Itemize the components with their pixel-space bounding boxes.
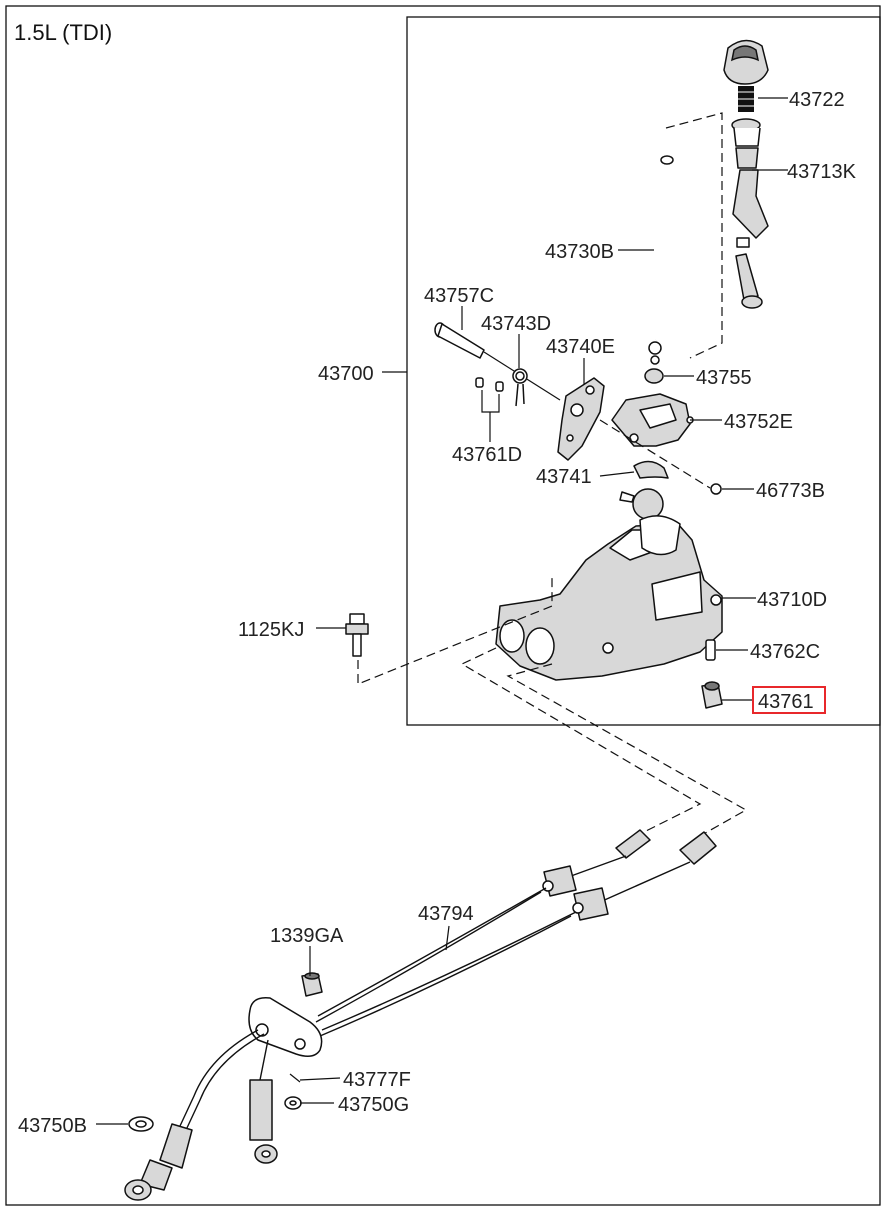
part-label-43794[interactable]: 43794 <box>418 903 474 925</box>
bolt-1125kj-drawing <box>345 613 369 657</box>
leader-bolt-to-housing <box>357 576 553 685</box>
bush-43755-drawing <box>644 368 664 384</box>
spring-43743d-drawing <box>512 368 528 407</box>
cable-assembly-43794-drawing <box>124 829 717 1201</box>
washer-43750b-drawing <box>128 1116 154 1132</box>
bracket-43741-drawing <box>633 460 669 479</box>
pin-43762c-drawing <box>705 639 716 661</box>
part-label-1125kj[interactable]: 1125KJ <box>238 619 304 641</box>
pins-43761d-drawing <box>475 377 504 413</box>
bush-43761-drawing <box>701 681 723 709</box>
part-label-43730b[interactable]: 43730B <box>545 241 614 263</box>
ball-socket-drawing <box>619 488 664 520</box>
spring-43722-drawing <box>738 86 754 112</box>
part-label-43710d[interactable]: 43710D <box>757 589 827 611</box>
highlight-box-43761 <box>752 686 826 714</box>
plate-43740e-drawing <box>557 377 605 461</box>
part-label-1339ga[interactable]: 1339GA <box>270 925 344 947</box>
assembly-43700-frame <box>406 16 881 726</box>
leader-cable-1 <box>460 647 702 837</box>
part-label-43741[interactable]: 43741 <box>536 466 592 488</box>
part-label-46773b[interactable]: 46773B <box>756 480 825 502</box>
bracket-43752e-drawing <box>611 393 694 447</box>
clip-46773b-drawing <box>710 483 722 495</box>
housing-43710d-drawing <box>495 515 723 681</box>
clip-43777f-drawing <box>289 1073 301 1083</box>
leader-lever-group <box>665 112 723 359</box>
part-label-43713k[interactable]: 43713K <box>787 161 857 183</box>
part-label-43755[interactable]: 43755 <box>696 367 752 389</box>
shift-knob-drawing <box>723 39 769 85</box>
lever-boot-43713k-drawing <box>731 118 769 309</box>
leader-lines <box>96 97 788 1125</box>
nut-1339ga-drawing <box>301 972 323 997</box>
part-label-43750b[interactable]: 43750B <box>18 1115 87 1137</box>
leader-pin-axis <box>599 419 711 489</box>
part-label-43757c[interactable]: 43757C <box>424 285 494 307</box>
part-label-43761d[interactable]: 43761D <box>452 444 522 466</box>
part-label-43700[interactable]: 43700 <box>318 363 374 385</box>
part-label-43761[interactable]: 43761 <box>758 691 814 713</box>
part-label-43762c[interactable]: 43762C <box>750 641 820 663</box>
part-label-43752e[interactable]: 43752E <box>724 411 793 433</box>
part-label-43750g[interactable]: 43750G <box>338 1094 409 1116</box>
washer-43750g-drawing <box>284 1096 302 1110</box>
leader-cable-2 <box>506 663 748 837</box>
part-label-43740e[interactable]: 43740E <box>546 336 615 358</box>
part-label-43743d[interactable]: 43743D <box>481 313 551 335</box>
rod-43730b-drawing <box>648 155 674 365</box>
part-label-43722[interactable]: 43722 <box>789 89 845 111</box>
part-label-43777f[interactable]: 43777F <box>343 1069 411 1091</box>
diagram-title: 1.5L (TDI) <box>14 20 112 45</box>
